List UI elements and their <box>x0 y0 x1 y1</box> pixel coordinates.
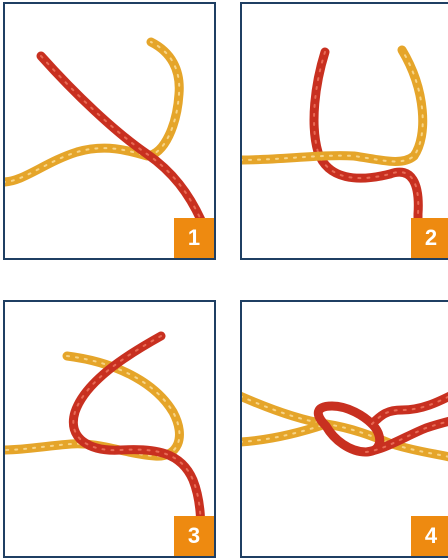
step-number-badge: 4 <box>411 516 448 556</box>
step-number-badge: 2 <box>411 218 448 258</box>
step-number-badge: 1 <box>174 218 214 258</box>
yellow-rope <box>5 356 179 456</box>
step-1-panel: 1 <box>3 2 216 260</box>
red-rope <box>314 52 418 236</box>
step-4-panel: 4 <box>240 300 448 558</box>
step-number-badge: 3 <box>174 516 214 556</box>
step-2-panel: 2 <box>240 2 448 260</box>
step-3-panel: 3 <box>3 300 216 558</box>
yellow-rope <box>242 50 423 161</box>
